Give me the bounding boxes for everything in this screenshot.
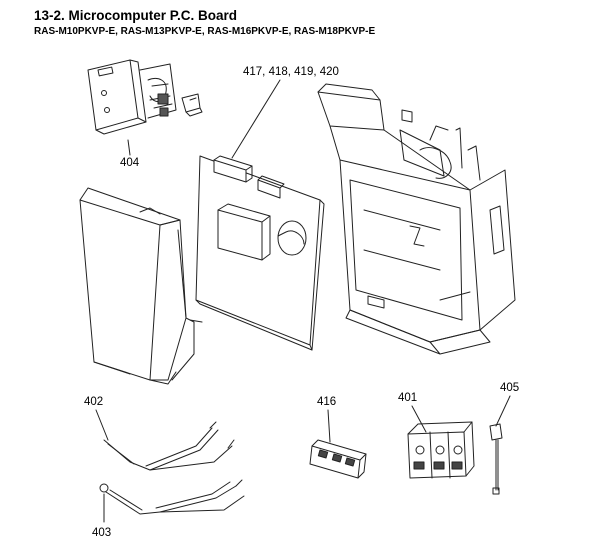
- part-402-sensor-wire: [103, 421, 235, 471]
- leader-402: [95, 409, 109, 441]
- part-417-pc-board: [195, 155, 325, 351]
- part-control-box: [317, 83, 516, 355]
- part-405-fuse: [489, 423, 503, 495]
- label-403: 403: [92, 527, 112, 539]
- part-416-holder: [309, 439, 367, 479]
- label-404: 404: [120, 157, 140, 169]
- label-402: 402: [84, 396, 104, 408]
- leader-404: [127, 139, 131, 156]
- leader-416: [327, 409, 331, 443]
- page-title: 13-2. Microcomputer P.C. Board: [34, 8, 238, 23]
- part-board-cover: [79, 187, 203, 385]
- leader-405: [495, 395, 511, 427]
- leader-417: [231, 79, 281, 159]
- leader-401: [411, 405, 427, 433]
- model-list: RAS-M10PKVP-E, RAS-M13PKVP-E, RAS-M16PKV…: [34, 26, 376, 37]
- label-405: 405: [500, 382, 520, 394]
- label-417: 417, 418, 419, 420: [243, 66, 339, 78]
- part-404-bracket: [87, 59, 203, 135]
- label-401: 401: [398, 392, 418, 404]
- part-401-terminal-block: [407, 421, 475, 479]
- part-403-sensor-wire: [99, 479, 245, 515]
- label-416: 416: [317, 396, 337, 408]
